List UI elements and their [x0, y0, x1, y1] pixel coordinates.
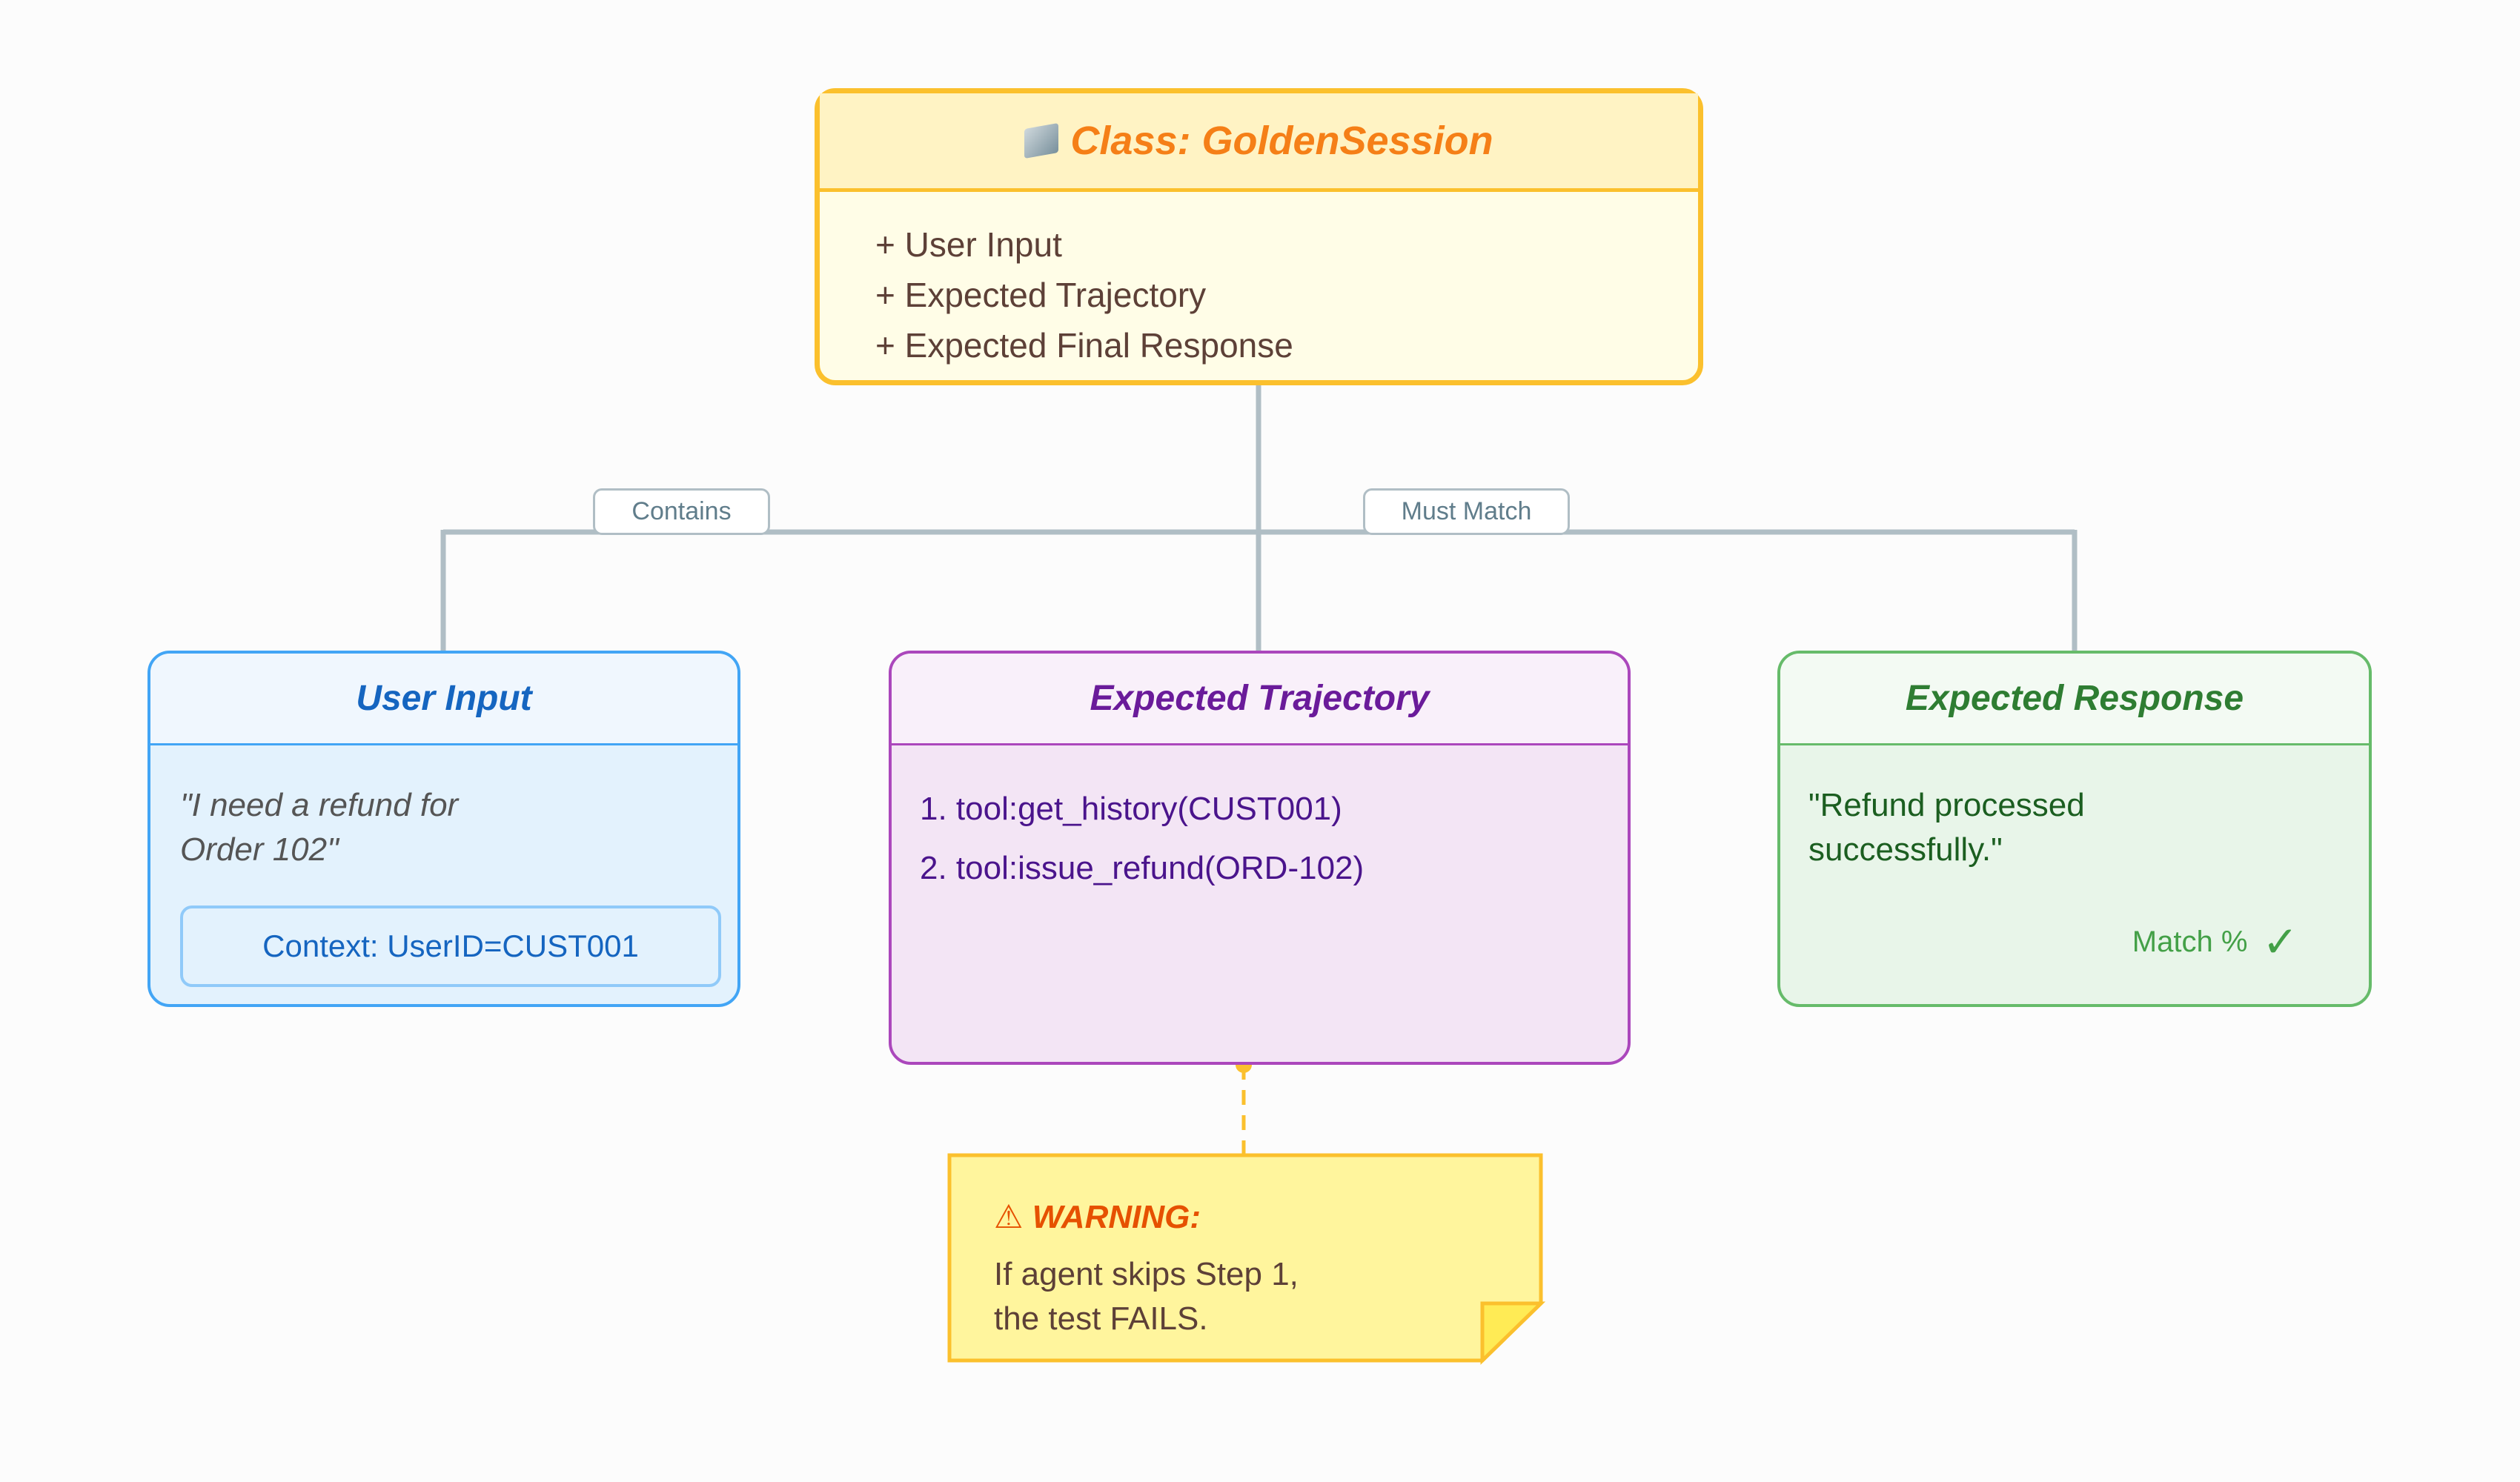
class-fields: + User Input + Expected Trajectory + Exp…	[820, 188, 1698, 380]
class-title: Class: GoldenSession	[1070, 119, 1493, 163]
folder-icon	[1024, 122, 1059, 159]
class-golden-session[interactable]: Class: GoldenSession + User Input + Expe…	[815, 88, 1703, 385]
response-title: Expected Response	[1780, 654, 2369, 745]
quote-line: Order 102"	[180, 831, 339, 868]
checkmark-icon: ✓	[2262, 918, 2298, 966]
edge-label-must-match: Must Match	[1363, 488, 1570, 535]
expected-response-box[interactable]: Expected Response "Refund processed succ…	[1777, 651, 2372, 1007]
match-indicator: Match % ✓	[2132, 917, 2298, 967]
warning-line: the test FAILS.	[994, 1300, 1208, 1337]
user-input-quote: "I need a refund for Order 102"	[180, 783, 458, 872]
context-chip: Context: UserID=CUST001	[180, 906, 721, 987]
user-input-title: User Input	[150, 654, 737, 745]
trajectory-steps: 1. tool:get_history(CUST001) 2. tool:iss…	[920, 780, 1364, 898]
warning-line: If agent skips Step 1,	[994, 1256, 1299, 1292]
class-header: Class: GoldenSession	[820, 93, 1698, 192]
warning-body: If agent skips Step 1, the test FAILS.	[994, 1252, 1299, 1341]
warning-triangle-icon: ⚠	[994, 1199, 1024, 1235]
warning-note-shape	[947, 1153, 1546, 1365]
warning-title: WARNING:	[1032, 1199, 1201, 1235]
response-line: "Refund processed	[1808, 787, 2085, 823]
class-field: + Expected Trajectory	[875, 276, 1207, 314]
quote-line: "I need a refund for	[180, 787, 459, 823]
response-line: successfully."	[1808, 831, 2003, 868]
class-field: + Expected Final Response	[875, 326, 1293, 365]
trajectory-step: 2. tool:issue_refund(ORD-102)	[920, 850, 1365, 886]
warning-heading: ⚠ WARNING:	[994, 1198, 1299, 1236]
class-field: + User Input	[875, 225, 1062, 264]
edge-label-contains: Contains	[593, 488, 770, 535]
user-input-box[interactable]: User Input "I need a refund for Order 10…	[147, 651, 740, 1007]
trajectory-step: 1. tool:get_history(CUST001)	[920, 791, 1342, 827]
match-label: Match %	[2132, 925, 2248, 958]
trajectory-title: Expected Trajectory	[892, 654, 1628, 745]
expected-trajectory-box[interactable]: Expected Trajectory 1. tool:get_history(…	[889, 651, 1631, 1065]
warning-note: ⚠ WARNING: If agent skips Step 1, the te…	[948, 1154, 1542, 1362]
response-text: "Refund processed successfully."	[1808, 783, 2085, 872]
